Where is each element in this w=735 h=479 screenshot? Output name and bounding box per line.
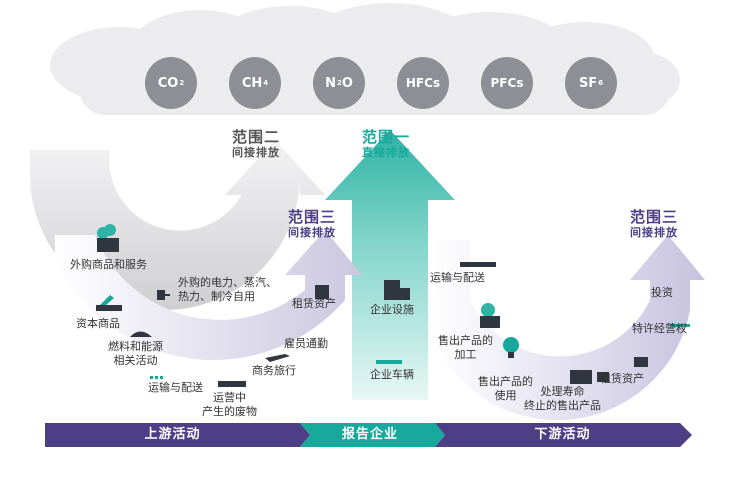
train-icon <box>150 376 163 379</box>
vehicle-icon <box>376 360 402 364</box>
truck-icon <box>460 262 496 267</box>
processing-label: 售出产品的 加工 <box>438 334 493 361</box>
waste-label: 运营中 产生的废物 <box>202 391 257 418</box>
use-label: 售出产品的 使用 <box>478 375 533 402</box>
business-travel-label: 商务旅行 <box>252 364 296 377</box>
downstream-leased-assets-label: 租赁资产 <box>600 372 644 385</box>
scope3-upstream-label: 范围三 间接排放 <box>288 208 337 239</box>
upstream-bar-label: 上游活动 <box>144 427 201 442</box>
upstream-transport-label: 运输与配送 <box>148 381 203 394</box>
purchased-goods-label: 外购商品和服务 <box>70 258 147 271</box>
pfcs-bubble: PFCs <box>481 57 533 109</box>
scope1-label: 范围一 直接排放 <box>362 128 411 159</box>
company-bar-label: 报告企业 <box>341 427 398 442</box>
hfcs-bubble: HFCs <box>397 57 449 109</box>
downstream-bar-label: 下游活动 <box>534 427 591 442</box>
recycle-icon <box>570 370 592 384</box>
scope1-arrow <box>325 130 455 400</box>
franchises-label: 特许经营权 <box>632 322 687 335</box>
waste-icon <box>218 381 246 387</box>
scope3-downstream-arrow <box>430 235 705 421</box>
lightbulb-icon <box>503 337 519 358</box>
coal-icon <box>130 331 152 337</box>
fuel-energy-label: 燃料和能源 相关活动 <box>108 340 163 367</box>
facilities-label: 企业设施 <box>370 303 414 316</box>
purchased-power-label: 外购的电力、蒸汽、 热力、制冷自用 <box>178 276 277 303</box>
investments-label: 投资 <box>651 286 673 299</box>
scope3-downstream-label: 范围三 间接排放 <box>630 208 679 239</box>
franchise-icon <box>670 324 690 327</box>
capital-goods-label: 资本商品 <box>76 317 120 330</box>
facility-icon <box>384 280 410 300</box>
downstream-transport-label: 运输与配送 <box>430 271 485 284</box>
end-of-life-label: 处理寿命 终止的售出产品 <box>524 385 601 412</box>
power-plug-icon <box>157 290 170 300</box>
scope2-label: 范围二 间接排放 <box>232 128 281 159</box>
plane-icon <box>265 354 290 362</box>
factory-icon <box>97 224 119 252</box>
shop-icon <box>634 357 648 367</box>
commuting-label: 雇员通勤 <box>284 337 328 350</box>
excavator-icon <box>96 295 122 311</box>
vehicles-label: 企业车辆 <box>370 368 414 381</box>
building-icon <box>315 285 329 299</box>
scope3-upstream-arrow <box>55 230 362 360</box>
store-icon <box>597 372 609 382</box>
activity-bar <box>45 423 692 447</box>
upstream-leased-assets-label: 租赁资产 <box>292 297 336 310</box>
processing-icon <box>480 303 500 328</box>
